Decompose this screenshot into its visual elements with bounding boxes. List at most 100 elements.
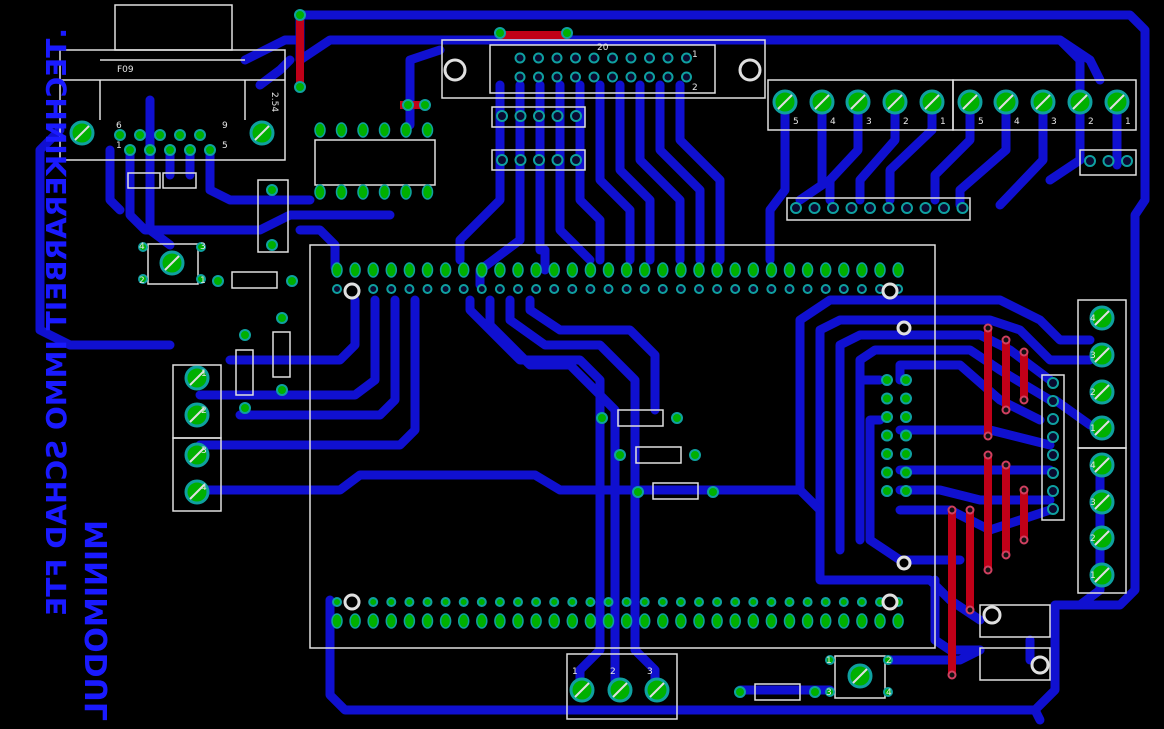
terminal-top-right-label: 4 — [1014, 117, 1020, 127]
module-header-bottom-pad — [602, 613, 615, 629]
module-header-bottom-pad — [783, 613, 796, 629]
db9-pin — [184, 144, 196, 156]
terminal-slot — [254, 125, 270, 141]
via — [1001, 335, 1011, 345]
module-header-bottom-pad — [385, 613, 398, 629]
module-header-top-pad — [549, 284, 560, 294]
component-pad — [294, 81, 306, 93]
module-header-bottom-pad — [802, 597, 813, 607]
module-header-bottom-pad — [639, 597, 650, 607]
switch-pad — [825, 687, 835, 697]
ribbon-pad — [533, 71, 544, 83]
terminal-right-label: 3 — [1090, 351, 1096, 361]
terminal-slot — [1109, 94, 1125, 110]
header-pad — [533, 110, 545, 122]
module-header-top-pad — [729, 262, 741, 278]
terminal-slot — [852, 668, 868, 684]
module-header-bottom-pad — [693, 613, 705, 629]
terminal-slot — [164, 255, 180, 271]
component-pad — [286, 275, 298, 287]
terminal-slot — [1094, 567, 1110, 583]
module-header-top-pad — [332, 284, 342, 294]
module-header-bottom-pad — [711, 613, 723, 629]
terminal-top-right-label: 2 — [1088, 117, 1094, 127]
module-side-pad — [900, 466, 912, 479]
module-header-top-pad — [620, 262, 633, 278]
module-header-bottom-pad — [404, 597, 415, 607]
module-header-top-pad — [331, 262, 343, 278]
module-header-top-pad — [513, 284, 523, 294]
component-pad — [294, 9, 306, 21]
part-hole — [982, 605, 1002, 625]
switch-pad — [825, 655, 835, 665]
terminal-bottom-label: 3 — [647, 667, 653, 677]
header-pad — [901, 202, 913, 214]
component-pad — [239, 402, 251, 414]
module-header-top-pad — [404, 284, 415, 294]
switch-pad — [138, 242, 148, 252]
header-pad — [496, 110, 508, 122]
module-header-top-pad — [675, 262, 687, 278]
module-header-top-pad — [621, 284, 632, 294]
db9-pin — [174, 129, 186, 141]
module-side-pad — [881, 466, 893, 479]
module-header-bottom-pad — [567, 597, 578, 607]
module-header-top-pad — [748, 284, 759, 294]
via — [1019, 485, 1029, 495]
db9-pin — [144, 144, 156, 156]
component-pad — [671, 412, 683, 424]
header-pad — [551, 110, 564, 122]
module-side-pad — [881, 429, 893, 442]
module-header-bottom-pad — [603, 597, 614, 607]
component-pad — [276, 384, 288, 396]
switch-pad — [883, 655, 893, 665]
db9-pin — [134, 129, 146, 141]
terminal-slot — [1094, 310, 1110, 326]
module-header-bottom-pad — [513, 597, 523, 607]
header-pad — [827, 202, 839, 214]
mounting-hole — [881, 282, 899, 300]
module-header-bottom-pad — [585, 597, 596, 607]
via — [947, 670, 957, 680]
module-header-top-pad — [856, 262, 868, 278]
terminal-slot — [189, 447, 205, 463]
ribbon-pad — [588, 52, 600, 64]
component-pad — [212, 275, 224, 287]
header-pad — [864, 202, 876, 214]
part-hole — [1030, 655, 1050, 675]
ic-pad — [378, 184, 391, 200]
module-header-bottom-pad — [476, 613, 488, 629]
component-pad — [276, 312, 288, 324]
module-header-bottom-pad — [403, 613, 416, 629]
component-pad — [614, 449, 626, 461]
module-header-bottom-pad — [457, 613, 470, 629]
header-pad — [1121, 155, 1133, 167]
header-pad — [514, 154, 527, 166]
module-header-top-pad — [874, 262, 886, 278]
component-pad — [239, 329, 251, 341]
terminal-top-left-label: 2 — [903, 117, 909, 127]
component-pad — [402, 99, 414, 111]
module-header-top-pad — [711, 262, 723, 278]
module-header-top-pad — [403, 262, 416, 278]
module-header-top-pad — [838, 262, 850, 278]
module-side-pad — [900, 411, 912, 423]
switch-left-label: 4 — [139, 242, 145, 252]
ribbon-pad — [607, 52, 618, 64]
component-pad — [734, 686, 746, 698]
header-pad — [1047, 395, 1059, 407]
db9-pin — [114, 129, 126, 141]
module-header-bottom-pad — [856, 597, 867, 607]
db9-pin — [164, 144, 176, 156]
ic-pad — [335, 122, 348, 138]
switch-pad — [883, 687, 893, 697]
terminal-slot — [74, 125, 90, 141]
module-header-bottom-pad — [838, 597, 849, 607]
module-header-bottom-pad — [621, 597, 632, 607]
module-header-top-pad — [784, 284, 795, 294]
terminal-right-label: 1 — [1090, 571, 1096, 581]
module-header-bottom-pad — [675, 597, 686, 607]
header-pad — [514, 110, 527, 122]
terminal-right-label: 3 — [1090, 498, 1096, 508]
